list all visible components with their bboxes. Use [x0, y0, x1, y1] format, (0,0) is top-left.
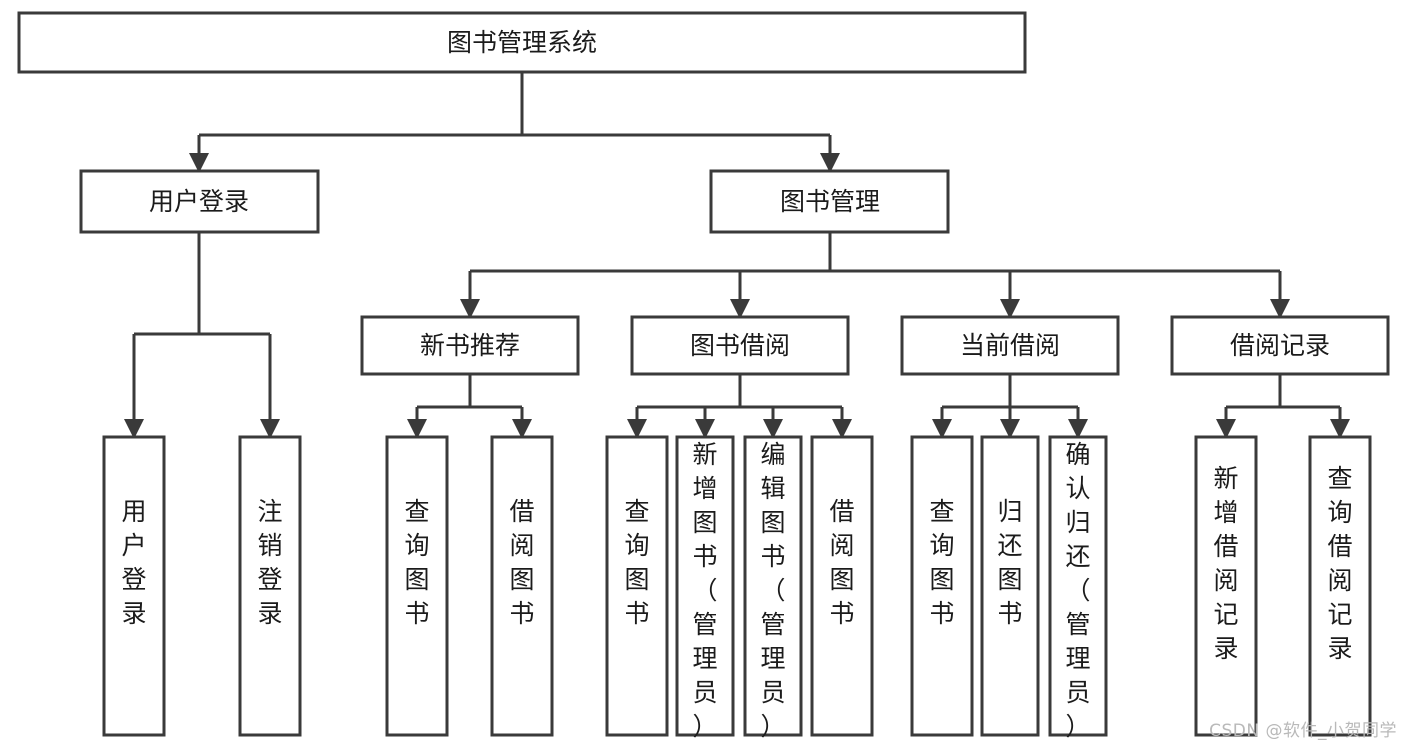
leaf-return-book[interactable]: 归还图书 [980, 435, 1040, 737]
leaf-borrow-book-2-label: 借阅图书 [829, 497, 854, 628]
arrow-to-leaf-borrow-book-1 [512, 419, 532, 439]
leaf-confirm-return-label: 确认归还（管理员） [1065, 440, 1090, 741]
leaf-user-logout[interactable]: 注销登录 [238, 435, 302, 737]
connector-layer [124, 72, 1350, 439]
node-borrow-record-label: 借阅记录 [1230, 331, 1330, 360]
node-book-management-box[interactable] [709, 169, 950, 234]
arrow-to-leaf-return-book [1000, 419, 1020, 439]
leaf-query-book-1-label: 查询图书 [404, 497, 429, 628]
leaf-edit-book[interactable]: 编辑图书（管理员） [743, 435, 803, 741]
node-book-borrow-label: 图书借阅 [690, 331, 790, 360]
node-user-login[interactable]: 用户登录 [79, 169, 320, 234]
leaf-query-book-1[interactable]: 查询图书 [385, 435, 449, 737]
csdn-watermark: CSDN @软件_小贺同学 [1209, 721, 1397, 741]
leaf-confirm-return[interactable]: 确认归还（管理员） [1048, 435, 1108, 741]
node-new-book-recommend-box[interactable] [360, 315, 580, 376]
arrow-to-new-book-recommend [460, 299, 480, 319]
arrow-to-leaf-confirm-return [1068, 419, 1088, 439]
leaf-borrow-book-1-box[interactable] [490, 435, 554, 737]
arrow-to-user-login [189, 153, 209, 173]
arrow-to-leaf-add-book [695, 419, 715, 439]
leaf-borrow-book-2[interactable]: 借阅图书 [810, 435, 874, 737]
leaf-user-login-box[interactable] [102, 435, 166, 737]
arrow-to-leaf-add-record [1216, 419, 1236, 439]
leaf-user-logout-label: 注销登录 [257, 497, 282, 628]
node-borrow-record[interactable]: 借阅记录 [1170, 315, 1390, 376]
node-root[interactable]: 图书管理系统 [17, 11, 1027, 74]
leaf-add-book[interactable]: 新增图书（管理员） [675, 435, 735, 741]
leaf-add-record[interactable]: 新增借阅记录 [1194, 435, 1258, 737]
leaf-user-logout-box[interactable] [238, 435, 302, 737]
arrow-to-book-management [820, 153, 840, 173]
leaf-borrow-book-2-box[interactable] [810, 435, 874, 737]
node-book-borrow-box[interactable] [630, 315, 850, 376]
leaf-borrow-book-1[interactable]: 借阅图书 [490, 435, 554, 737]
leaf-query-book-3-box[interactable] [910, 435, 974, 737]
leaf-return-book-label: 归还图书 [997, 497, 1022, 628]
leaf-user-login-label: 用户登录 [121, 497, 146, 628]
leaf-edit-book-box[interactable] [743, 435, 803, 737]
arrow-to-leaf-query-book-2 [627, 419, 647, 439]
arrow-to-leaf-query-book-3 [932, 419, 952, 439]
node-book-borrow[interactable]: 图书借阅 [630, 315, 850, 376]
leaf-add-record-box[interactable] [1194, 435, 1258, 737]
arrow-to-leaf-query-record [1330, 419, 1350, 439]
node-user-login-label: 用户登录 [149, 187, 249, 216]
leaf-query-book-2[interactable]: 查询图书 [605, 435, 669, 737]
arrow-to-leaf-user-logout [260, 419, 280, 439]
leaf-confirm-return-box[interactable] [1048, 435, 1108, 737]
leaf-edit-book-label: 编辑图书（管理员） [760, 440, 785, 741]
node-new-book-recommend-label: 新书推荐 [420, 331, 520, 360]
leaf-query-book-2-box[interactable] [605, 435, 669, 737]
node-current-borrow-label: 当前借阅 [960, 331, 1060, 360]
node-root-label: 图书管理系统 [447, 28, 597, 57]
leaf-query-record[interactable]: 查询借阅记录 [1308, 435, 1372, 737]
node-root-box[interactable] [17, 11, 1027, 74]
node-book-management-label: 图书管理 [780, 187, 880, 216]
leaf-query-record-box[interactable] [1308, 435, 1372, 737]
arrow-to-current-borrow [1000, 299, 1020, 319]
leaf-add-book-label: 新增图书（管理员） [692, 440, 717, 741]
arrow-to-leaf-borrow-book-2 [832, 419, 852, 439]
leaf-query-book-3[interactable]: 查询图书 [910, 435, 974, 737]
leaf-query-record-label: 查询借阅记录 [1327, 464, 1352, 663]
arrow-to-leaf-user-login [124, 419, 144, 439]
leaf-borrow-book-1-label: 借阅图书 [509, 497, 534, 628]
arrow-to-leaf-edit-book [763, 419, 783, 439]
arrow-to-borrow-record [1270, 299, 1290, 319]
node-user-login-box[interactable] [79, 169, 320, 234]
node-current-borrow-box[interactable] [900, 315, 1120, 376]
leaf-return-book-box[interactable] [980, 435, 1040, 737]
node-new-book-recommend[interactable]: 新书推荐 [360, 315, 580, 376]
leaf-query-book-3-label: 查询图书 [929, 497, 954, 628]
arrow-to-leaf-query-book-1 [407, 419, 427, 439]
leaf-add-record-label: 新增借阅记录 [1213, 464, 1238, 663]
leaf-add-book-box[interactable] [675, 435, 735, 737]
leaf-query-book-2-label: 查询图书 [624, 497, 649, 628]
arrow-to-book-borrow [730, 299, 750, 319]
node-book-management[interactable]: 图书管理 [709, 169, 950, 234]
leaf-query-book-1-box[interactable] [385, 435, 449, 737]
node-borrow-record-box[interactable] [1170, 315, 1390, 376]
leaf-user-login[interactable]: 用户登录 [102, 435, 166, 737]
node-current-borrow[interactable]: 当前借阅 [900, 315, 1120, 376]
